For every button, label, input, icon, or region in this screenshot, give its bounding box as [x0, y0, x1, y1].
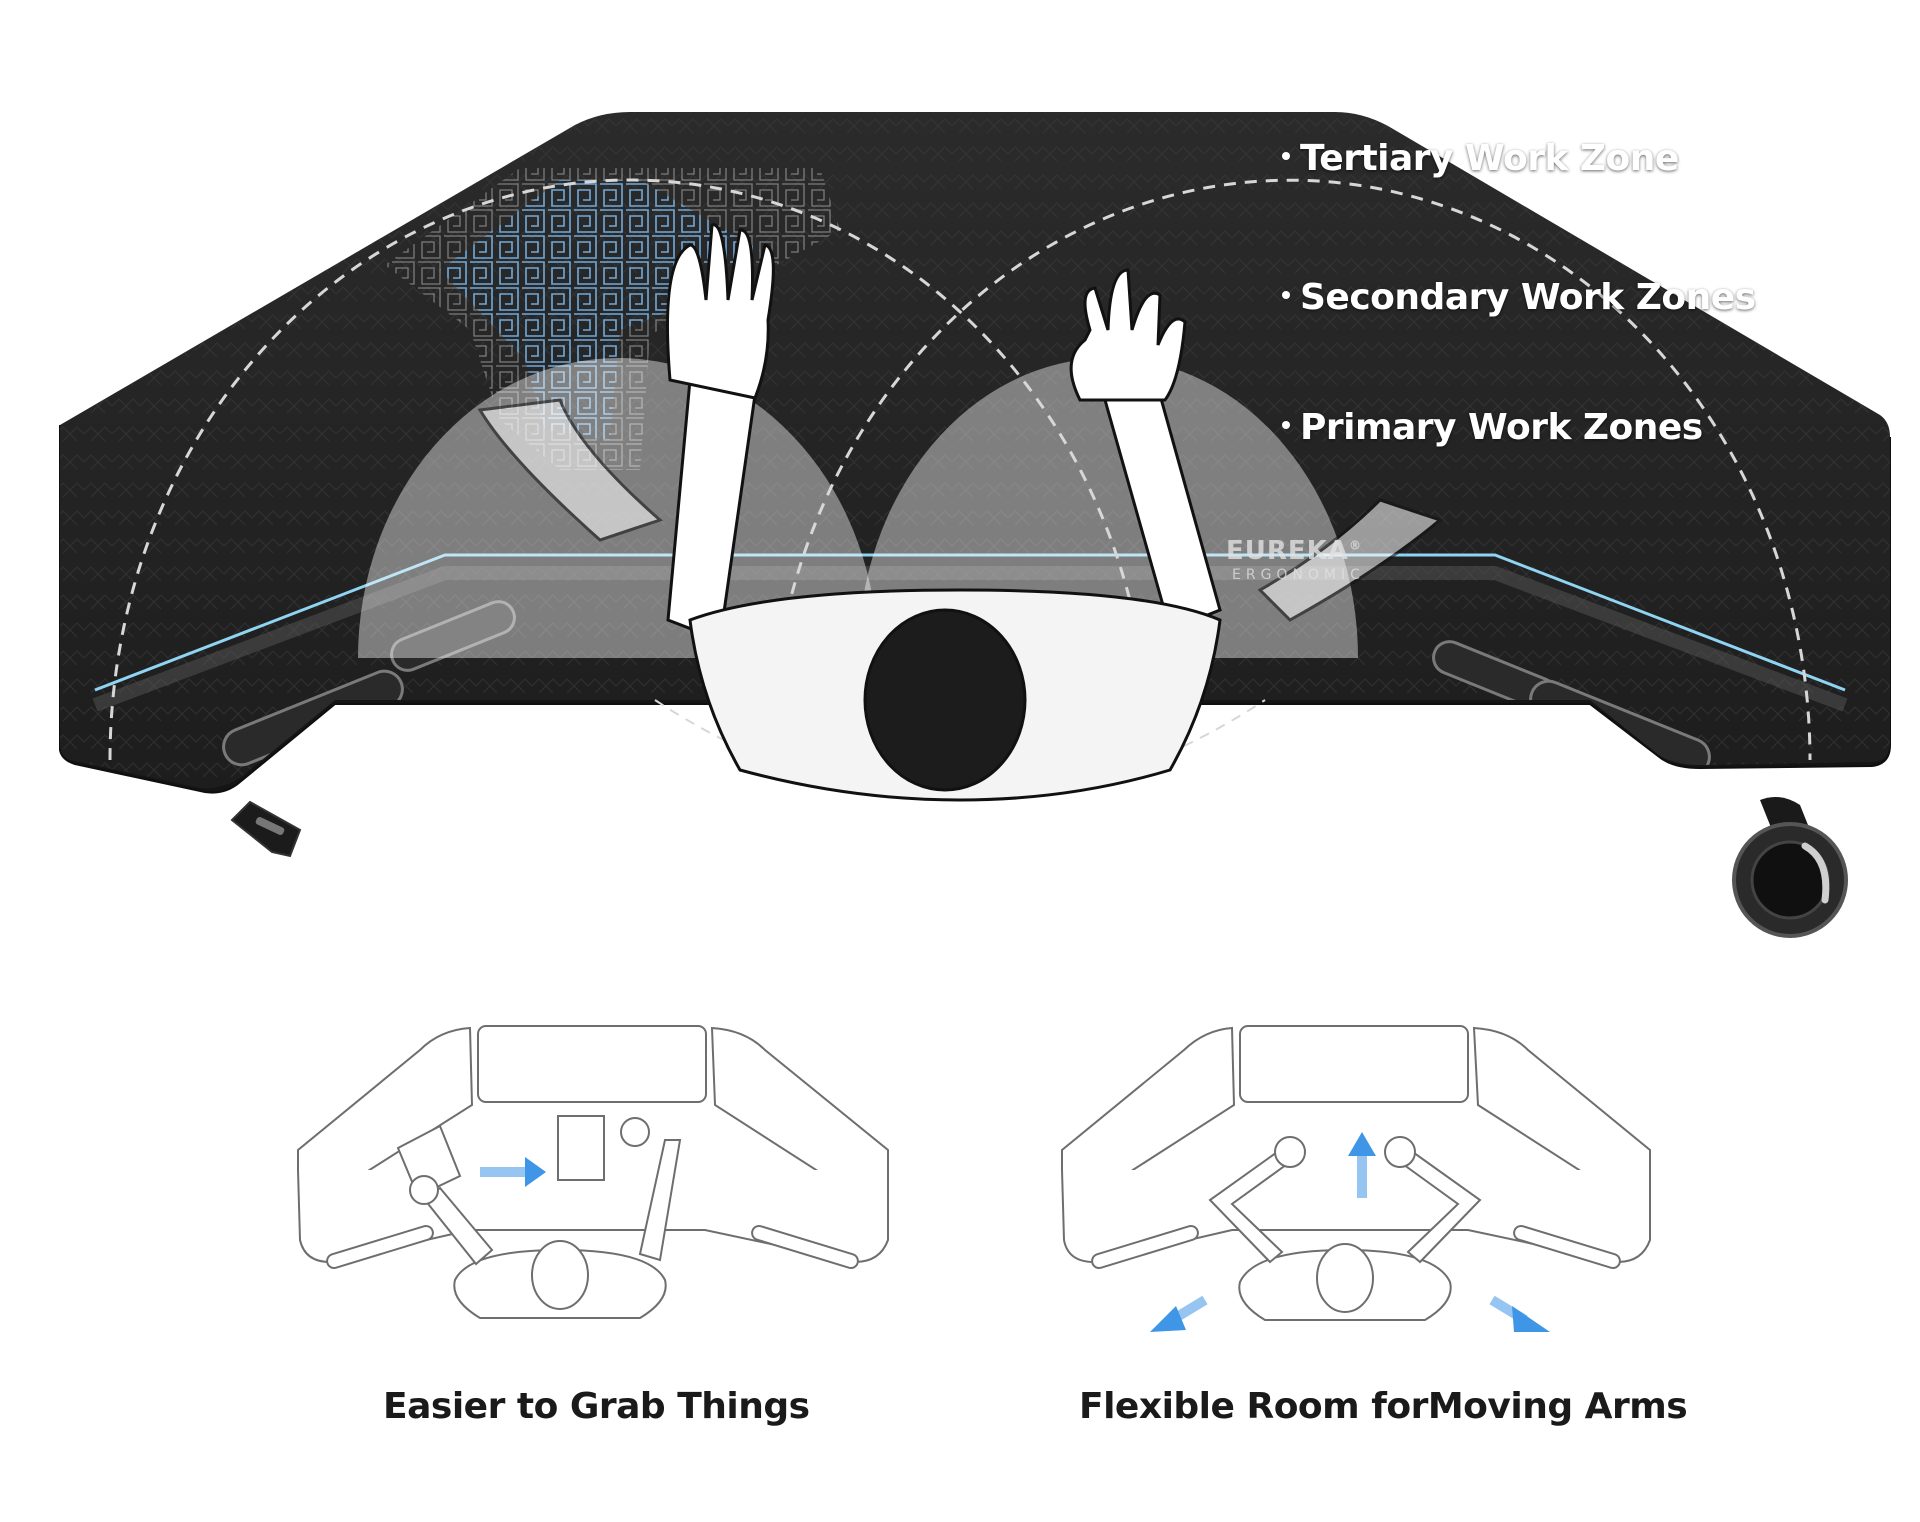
bullet-dot: [1282, 291, 1290, 299]
zone-label-primary-text: Primary Work Zones: [1300, 407, 1703, 448]
secondary-zone-left: [108, 178, 1152, 761]
desk-clamp-left: [230, 800, 302, 858]
brand-logo: EUREKA®: [1226, 538, 1362, 564]
brand-subtitle: ERGONOMIC: [1232, 567, 1365, 583]
bullet-dot: [1282, 152, 1290, 160]
arrow-up-icon: [1348, 1132, 1376, 1198]
cup-holder: [1732, 796, 1848, 938]
zone-label-tertiary-text: Tertiary Work Zone: [1300, 138, 1679, 179]
zone-label-primary: Primary Work Zones: [1282, 407, 1703, 448]
maze-pattern-blue: [440, 180, 760, 440]
brand-registered: ®: [1348, 538, 1362, 553]
cable-slot-center-left: [390, 600, 516, 672]
person-top-view: [477, 223, 1444, 802]
secondary-zone-right: [768, 178, 1812, 761]
brand-name: EUREKA: [1226, 536, 1349, 566]
arrow-down-right-icon: [1489, 1295, 1550, 1332]
desk-top-group: [59, 112, 1891, 938]
zone-label-tertiary: Tertiary Work Zone: [1282, 138, 1679, 179]
primary-zone-right: [858, 358, 1358, 658]
person-head: [863, 608, 1027, 792]
caption-moving-arms: Flexible Room forMoving Arms: [1079, 1386, 1688, 1427]
desk-accent-line: [94, 553, 1846, 692]
diagram-grab-things: [297, 1025, 889, 1319]
diagram-moving-arms: [1061, 1025, 1651, 1321]
zone-label-secondary-text: Secondary Work Zones: [1300, 277, 1756, 318]
arrow-right-icon: [480, 1157, 546, 1187]
caption-grab-things: Easier to Grab Things: [383, 1386, 810, 1427]
bullet-dot: [1282, 421, 1290, 429]
zone-label-secondary: Secondary Work Zones: [1282, 277, 1756, 318]
arrow-down-left-icon: [1150, 1295, 1208, 1332]
paper-sheet: [557, 1115, 605, 1181]
